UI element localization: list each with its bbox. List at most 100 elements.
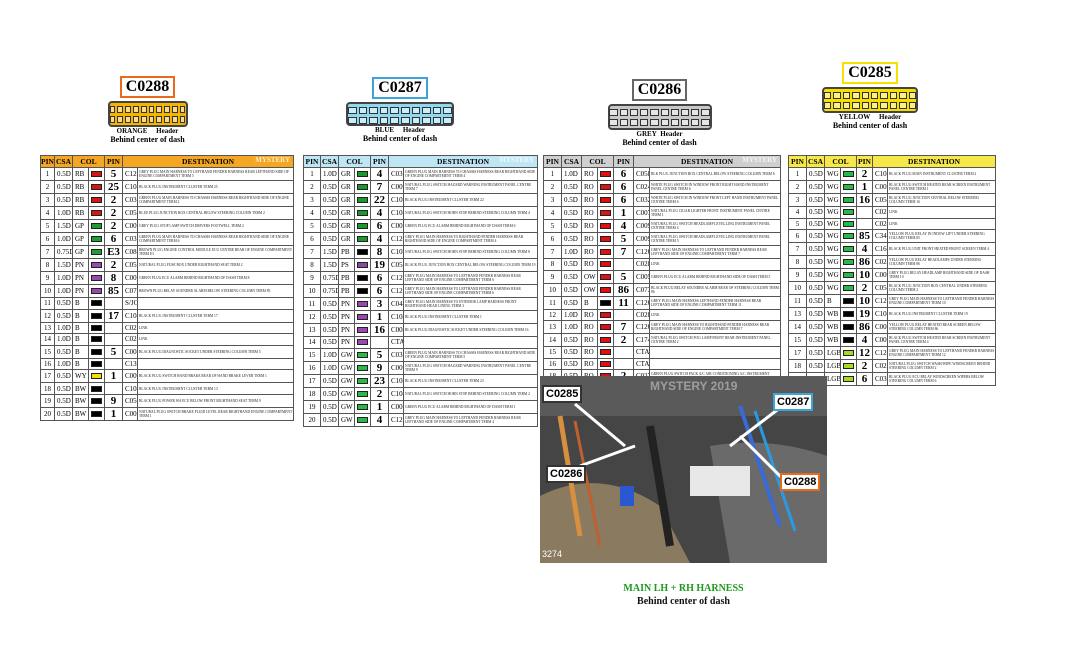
connector-color: ORANGE: [116, 127, 148, 135]
cell-dest-pin: 6: [104, 232, 124, 246]
cell-dest-pin: [856, 217, 874, 231]
cell-dest-pin: 86: [856, 320, 874, 335]
cell-dest-pin: 6: [370, 284, 390, 298]
cell-description: LINK: [137, 321, 295, 335]
cell-dest-ref: C1264: [872, 346, 889, 361]
cell-csa: 0.5D: [561, 193, 582, 207]
cell-pin: 6: [303, 232, 321, 246]
cell-dest-pin: 2: [856, 167, 874, 181]
table-row: 170.5DLGB12C1264GREY PLUG MAIN HARNESS T…: [788, 346, 997, 361]
cell-dest-ref: C1040: [872, 307, 889, 322]
connector-location: Behind center of dash: [110, 135, 185, 144]
header-col: COL: [71, 155, 106, 168]
cell-col: B: [581, 295, 598, 310]
cell-col: PN: [338, 323, 355, 337]
table-row: 71.0DRO7C1264GREY PLUG MAIN HARNESS TO L…: [543, 245, 782, 259]
photo-watermark: MYSTERY 2019: [650, 379, 738, 393]
table-row: 121.0DROC0286LINK: [543, 308, 782, 322]
cell-col: WG: [824, 255, 841, 270]
table-row: 50.5DWGC0285LINK: [788, 217, 997, 231]
cell-pin: 6: [543, 232, 562, 246]
header-pin-dest: PIN: [104, 155, 124, 168]
cell-wire-swatch: [839, 229, 858, 244]
cell-csa: 0.5D: [320, 206, 339, 220]
cell-description: BLACK PLUG SWITCH HEATED REAR SCREEN INS…: [887, 180, 997, 194]
cell-wire-swatch: [596, 193, 615, 207]
header-pin: PIN: [543, 155, 562, 168]
cell-wire-swatch: [87, 180, 106, 194]
table-row: 11.0DGR4C0376GREEN PLUG MAIN HARNESS TO …: [303, 167, 539, 181]
cell-dest-ref: C0731R: [122, 284, 139, 298]
cell-description: BLACK PLUG INSTRUMENT CLUSTER TERM 1: [403, 310, 539, 324]
wire-color-swatch: [600, 184, 612, 190]
header-label: PIN: [373, 157, 386, 166]
cell-wire-swatch: [87, 193, 106, 207]
cell-wire-swatch: [353, 297, 372, 311]
table-row: 100.5DOW86C0731RBLACK PLUG RELAY SOUNDER…: [543, 282, 782, 297]
cell-dest-ref: C0286: [633, 258, 651, 271]
cell-wire-swatch: [596, 167, 615, 181]
cell-col: RO: [581, 167, 598, 181]
cell-col: GP: [72, 245, 89, 259]
wire-color-swatch: [357, 288, 369, 294]
cell-dest-ref: C1264: [122, 167, 139, 181]
cell-dest-ref: C0376: [122, 232, 139, 246]
cell-pin: 17: [303, 373, 321, 388]
cell-wire-swatch: [839, 255, 858, 270]
cell-dest-pin: 1: [104, 369, 124, 384]
table-row: 20.5DRB25C1040RBLACK PLUG INSTRUMENT CLU…: [40, 180, 295, 194]
cell-description: [403, 336, 539, 349]
table-row: 50.5DGR6C0057RGREEN PLUG ECU ALARM BEHIN…: [303, 219, 539, 233]
wire-color-swatch: [600, 337, 612, 344]
cell-pin: 10: [543, 282, 562, 297]
cell-description: [137, 357, 295, 371]
cell-col: GW: [338, 360, 355, 375]
harness-location-photo: MYSTERY 2019 3274 C0285 C0287 C0286 C028…: [540, 376, 827, 563]
header-destination: DESTINATION: [872, 155, 997, 168]
wire-color-swatch: [600, 311, 612, 318]
cell-csa: 0.5D: [320, 193, 339, 207]
header-pin-dest: PIN: [856, 155, 874, 168]
table-row: 170.5DGW23C1040RBLACK PLUG INSTRUMENT CL…: [303, 373, 539, 388]
harness-caption-subtitle: Behind center of dash: [637, 596, 730, 607]
wire-color-swatch: [843, 209, 855, 216]
cell-description: GREEN PLUG MAIN HARNESS TO CHASSIS HARNE…: [403, 167, 539, 181]
header-pin-dest: PIN: [370, 155, 390, 168]
wire-color-swatch: [843, 272, 855, 279]
cell-dest-ref: C1040: [872, 167, 889, 181]
cell-description: YELLOW PLUG RELAY IN INDOW LIFT UNDER ST…: [887, 229, 997, 244]
cell-dest-ref: C1264: [872, 294, 889, 309]
cell-col: PN: [72, 271, 89, 285]
cell-csa: 0.5D: [806, 320, 825, 335]
cell-pin: 10: [40, 284, 55, 298]
header-csa: CSA: [54, 155, 73, 168]
cell-col: WG: [824, 268, 841, 283]
cell-csa: 0.5D: [54, 193, 73, 207]
cell-wire-swatch: [87, 284, 106, 298]
table-row: 120.5DB17C1040RBLACK PLUG INSTRUMENT CLU…: [40, 308, 295, 323]
cell-col: B: [824, 294, 841, 309]
cell-dest-pin: 9: [104, 393, 124, 408]
cell-pin: 1: [543, 167, 562, 181]
table-watermark: MYSTERY: [499, 156, 535, 165]
connector-title: C0288: [119, 76, 176, 98]
cell-dest-ref: C0096: [388, 180, 405, 194]
table-row: 150.5DROCTAP: [543, 346, 782, 359]
cell-col: PN: [338, 297, 355, 311]
table-row: 90.5DWG10C0061GREY PLUG RELAY HEADLAMP R…: [788, 268, 997, 283]
cell-csa: 1.0D: [320, 167, 339, 181]
cell-dest-pin: 2: [856, 281, 874, 296]
cell-dest-ref: C0057R: [388, 219, 405, 233]
table-row: 71.5DPB8C1042NATURAL PLUG SWITCH HORN ST…: [303, 245, 539, 259]
wire-color-swatch: [357, 403, 369, 410]
table-row: 180.5DGW2C1043NATURAL PLUG SWITCH HORN S…: [303, 386, 539, 401]
cell-dest-ref: C0581R: [122, 206, 139, 220]
cell-wire-swatch: [87, 321, 106, 335]
table-row: 200.5DGW4C1260GREY PLUG MAIN HARNESS TO …: [303, 412, 539, 427]
wire-color-swatch: [91, 275, 103, 281]
table-row: 10.5DWG2C1040BLACK PLUG MAIN INSTRUMENT …: [788, 167, 997, 181]
cell-pin: 8: [303, 258, 321, 272]
wire-color-swatch: [357, 339, 369, 346]
